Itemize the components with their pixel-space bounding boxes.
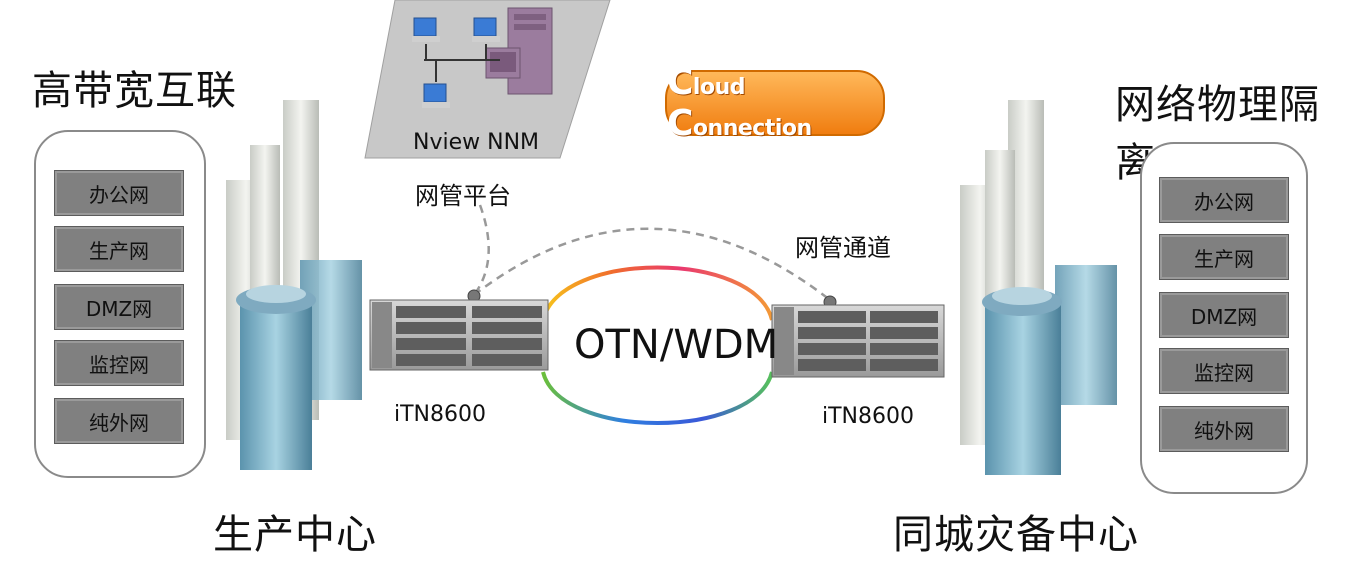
- right-net-dmz: DMZ网: [1159, 292, 1289, 338]
- nms-label: Nview NNM: [413, 130, 540, 155]
- left-device-chassis: [369, 299, 549, 371]
- left-net-monitor: 监控网: [54, 340, 184, 386]
- nms-caption: 网管平台: [415, 182, 511, 210]
- channel-label: 网管通道: [795, 234, 891, 262]
- right-net-production: 生产网: [1159, 234, 1289, 280]
- left-net-office: 办公网: [54, 170, 184, 216]
- left-net-external: 纯外网: [54, 398, 184, 444]
- left-net-production: 生产网: [54, 226, 184, 272]
- right-net-external: 纯外网: [1159, 406, 1289, 452]
- ring-label: OTN/WDM: [574, 322, 779, 368]
- right-net-office: 办公网: [1159, 177, 1289, 223]
- right-title: 网络物理隔离: [1115, 82, 1320, 186]
- otn-ring: [541, 265, 774, 425]
- right-device-chassis: [771, 304, 945, 378]
- left-title: 高带宽互联: [32, 68, 237, 114]
- left-site-label: 生产中心: [213, 512, 377, 558]
- nms-platform: [364, 0, 611, 159]
- left-net-dmz: DMZ网: [54, 284, 184, 330]
- right-building-icon: [960, 100, 1117, 475]
- right-device-label: iTN8600: [822, 404, 914, 429]
- left-device-label: iTN8600: [394, 402, 486, 427]
- left-building-icon: [226, 100, 362, 470]
- right-net-monitor: 监控网: [1159, 348, 1289, 394]
- cloud-connection-logo: Cloud Connection: [665, 62, 885, 144]
- right-site-label: 同城灾备中心: [893, 512, 1139, 558]
